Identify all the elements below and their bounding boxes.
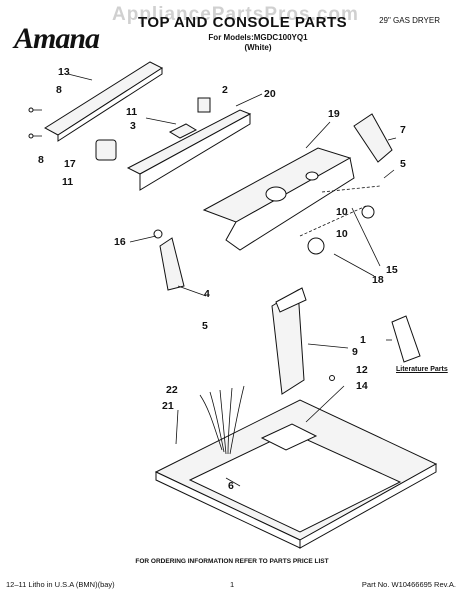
callout-5-right: 5	[400, 158, 406, 170]
ordering-note: FOR ORDERING INFORMATION REFER TO PARTS …	[135, 558, 329, 565]
watermark: AppliancePartsPros.com	[112, 4, 359, 25]
models-line: For Models:MGDC100YQ1	[208, 33, 308, 42]
part-terminal-block	[168, 123, 198, 139]
callout-5-left: 5	[202, 320, 208, 332]
callout-15: 15	[386, 264, 398, 276]
callout-4: 4	[204, 288, 210, 300]
callout-19: 19	[328, 108, 340, 120]
product-type: 29" GAS DRYER	[379, 16, 440, 25]
callout-18: 18	[372, 274, 384, 286]
footer-litho: 12–11 Litho in U.S.A (BMN)(bay)	[6, 580, 115, 589]
callout-11-top: 11	[126, 106, 138, 118]
callout-14: 14	[356, 380, 368, 392]
callout-7: 7	[400, 124, 406, 136]
callout-8-bottom: 8	[38, 154, 44, 166]
callout-9: 9	[352, 346, 358, 358]
callout-3: 3	[130, 120, 136, 132]
screw-icon	[28, 107, 42, 139]
callout-1: 1	[360, 334, 366, 346]
color-line: (White)	[244, 43, 272, 52]
part-knob	[361, 205, 375, 219]
footer-part-number: Part No. W10466695 Rev.A.	[361, 580, 456, 589]
callout-21: 21	[162, 400, 174, 412]
part-end-cap	[353, 113, 393, 163]
callout-11-bottom: 11	[62, 176, 74, 188]
callout-13: 6	[228, 480, 234, 492]
model-info: For Models:MGDC100YQ1 (White)	[178, 33, 338, 53]
part-switch	[197, 97, 211, 113]
callout-8-top: 8	[56, 84, 62, 96]
footer-page-number: 1	[230, 580, 235, 589]
callout-16: 16	[114, 236, 126, 248]
callout-2: 2	[222, 84, 228, 96]
callout-22: 22	[166, 384, 178, 396]
callout-10-top: 10	[336, 206, 348, 218]
callout-6: 13	[58, 66, 70, 78]
wire-harness	[199, 385, 245, 455]
callout-10-bottom: 10	[336, 228, 348, 240]
part-knob-large	[307, 237, 325, 255]
literature-parts-label: Literature Parts	[396, 366, 448, 373]
part-literature	[391, 315, 421, 363]
callout-12: 12	[356, 364, 368, 376]
page-title: TOP AND CONSOLE PARTS	[138, 14, 348, 31]
brand-logo: Amana	[14, 22, 100, 55]
part-timer	[95, 139, 117, 161]
callout-17: 17	[64, 158, 76, 170]
part-control-bracket	[126, 109, 252, 175]
part-left-end-cap	[159, 237, 185, 291]
callout-20: 20	[264, 88, 276, 100]
